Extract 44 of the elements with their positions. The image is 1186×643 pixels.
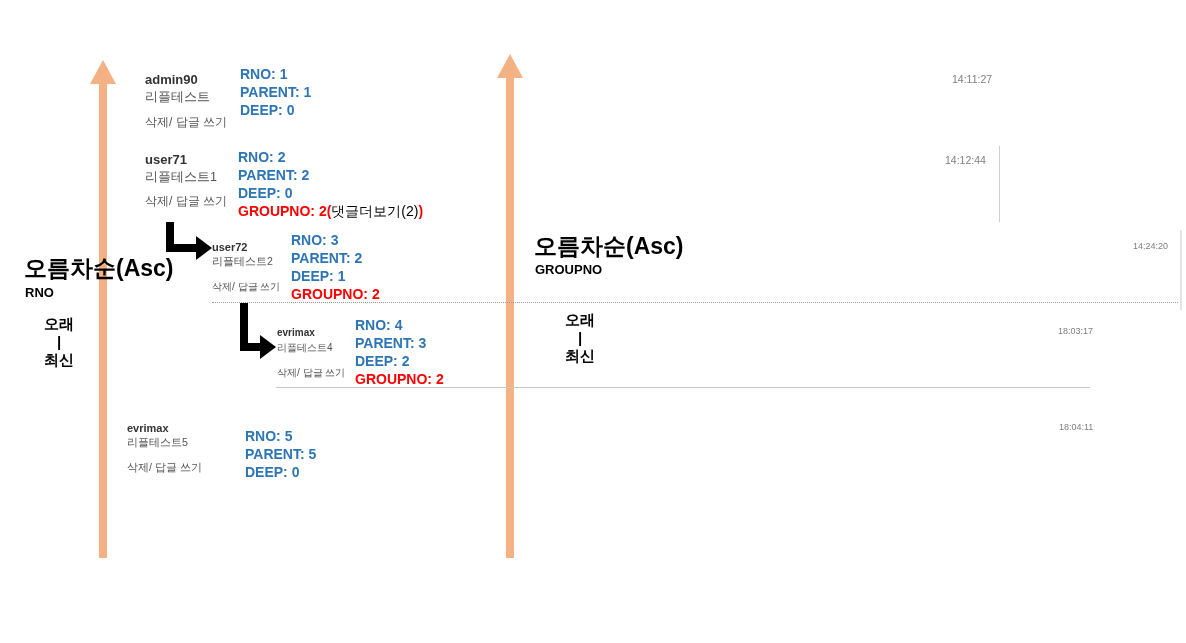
action-links: 삭제/ 답글 쓰기 [127,461,202,474]
comment-text: 리플테스트5 [127,436,188,449]
sort-heading: 오름차순(Asc) [534,232,684,260]
username: user72 [212,240,248,254]
field-annotation: GROUPNO: 2 [291,286,380,303]
field-annotation: PARENT: 2 [291,250,363,267]
field-annotation: PARENT: 1 [240,84,312,101]
username: evrimax [277,326,315,339]
comment-text: 리플테스트4 [277,341,333,354]
username: evrimax [127,421,169,435]
field-annotation: RNO: 4 [355,317,403,334]
sort-key: RNO [25,285,54,301]
field-annotation: RNO: 3 [291,232,339,249]
field-annotation: PARENT: 3 [355,335,427,352]
action-links: 삭제/ 답글 쓰기 [212,280,281,293]
username: user71 [145,152,187,168]
comment-text: 리플테스트1 [145,169,217,185]
field-annotation: PARENT: 5 [245,446,317,463]
comment-text: 리플테스트2 [212,255,273,268]
field-annotation: DEEP: 1 [291,268,346,285]
timestamp: 18:04:11 [1059,422,1094,433]
username: admin90 [145,72,198,88]
timestamp: 14:11:27 [952,73,993,86]
field-annotation: RNO: 2 [238,149,286,166]
field-annotation: GROUPNO: 2(댓글더보기(2)) [238,203,424,220]
field-annotation: DEEP: 0 [238,185,293,202]
field-annotation: DEEP: 2 [355,353,410,370]
action-links: 삭제/ 답글 쓰기 [145,194,227,209]
order-note: 오래 | 최신 [564,311,596,365]
sort-heading: 오름차순(Asc) [24,254,174,282]
field-annotation: RNO: 5 [245,428,293,445]
field-annotation: DEEP: 0 [245,464,300,481]
action-links: 삭제/ 답글 쓰기 [277,366,346,379]
field-annotation: RNO: 1 [240,66,288,83]
timestamp: 14:24:20 [1133,241,1169,252]
order-note: 오래 | 최신 [43,315,75,369]
timestamp: 18:03:17 [1058,326,1094,337]
field-annotation: DEEP: 0 [240,102,295,119]
action-links: 삭제/ 답글 쓰기 [145,115,227,130]
field-annotation: GROUPNO: 2 [355,371,444,388]
field-annotation: PARENT: 2 [238,167,310,184]
sort-key: GROUPNO [535,262,603,278]
timestamp: 14:12:44 [945,154,986,167]
comment-text: 리플테스트 [145,89,210,105]
